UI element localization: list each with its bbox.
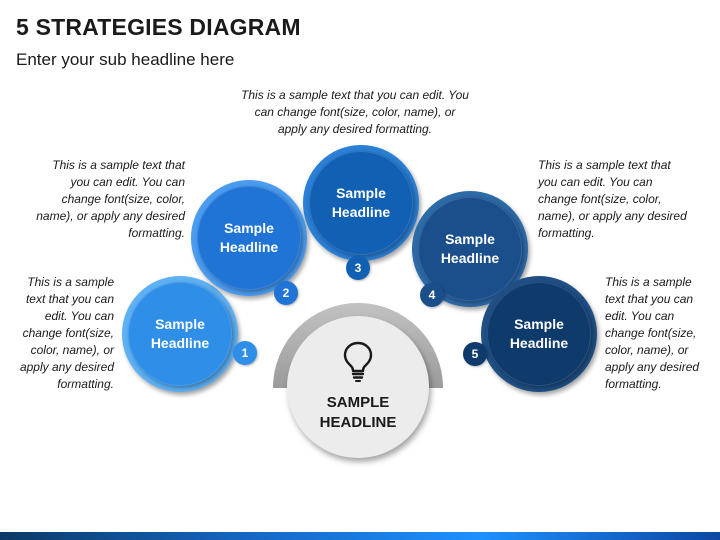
bottom-accent-bar [0, 532, 720, 540]
strategy-3-disk [309, 151, 413, 255]
lightbulb-icon [343, 341, 373, 382]
strategy-5-headline: Sample Headline [509, 316, 569, 351]
strategy-2-description: This is a sample text that you can edit.… [36, 158, 185, 240]
center-disk [287, 316, 429, 458]
strategy-2-headline: Sample Headline [219, 220, 279, 255]
page-title: 5 STRATEGIES DIAGRAM [16, 14, 301, 40]
strategy-4-headline: Sample Headline [440, 231, 500, 266]
strategy-2-circle: Sample Headline [191, 180, 307, 296]
strategy-2-number-badge: 2 [274, 281, 298, 305]
strategy-1-headline: Sample Headline [150, 316, 210, 351]
strategy-5-description: This is a sample text that you can edit.… [605, 275, 700, 391]
strategy-4-number-badge: 4 [420, 283, 444, 307]
strategy-2-disk [197, 186, 301, 290]
strategy-4-description: This is a sample text that you can edit.… [538, 158, 687, 240]
strategy-3-description: This is a sample text that you can edit.… [241, 88, 469, 136]
strategy-3-headline: Sample Headline [331, 185, 391, 220]
center-headline: SAMPLE HEADLINE [319, 394, 397, 431]
strategy-5-number-badge: 5 [463, 342, 487, 366]
strategy-1-number-badge: 1 [233, 341, 257, 365]
strategy-3-circle: Sample Headline [303, 145, 419, 261]
strategy-3-number-badge: 3 [346, 256, 370, 280]
strategy-1-disk [128, 282, 232, 386]
strategy-1-description: This is a sample text that you can edit.… [19, 275, 114, 391]
strategy-5-circle: Sample Headline [481, 276, 597, 392]
strategy-1-circle: Sample Headline [122, 276, 238, 392]
page-subtitle: Enter your sub headline here [16, 50, 235, 69]
strategy-5-disk [487, 282, 591, 386]
